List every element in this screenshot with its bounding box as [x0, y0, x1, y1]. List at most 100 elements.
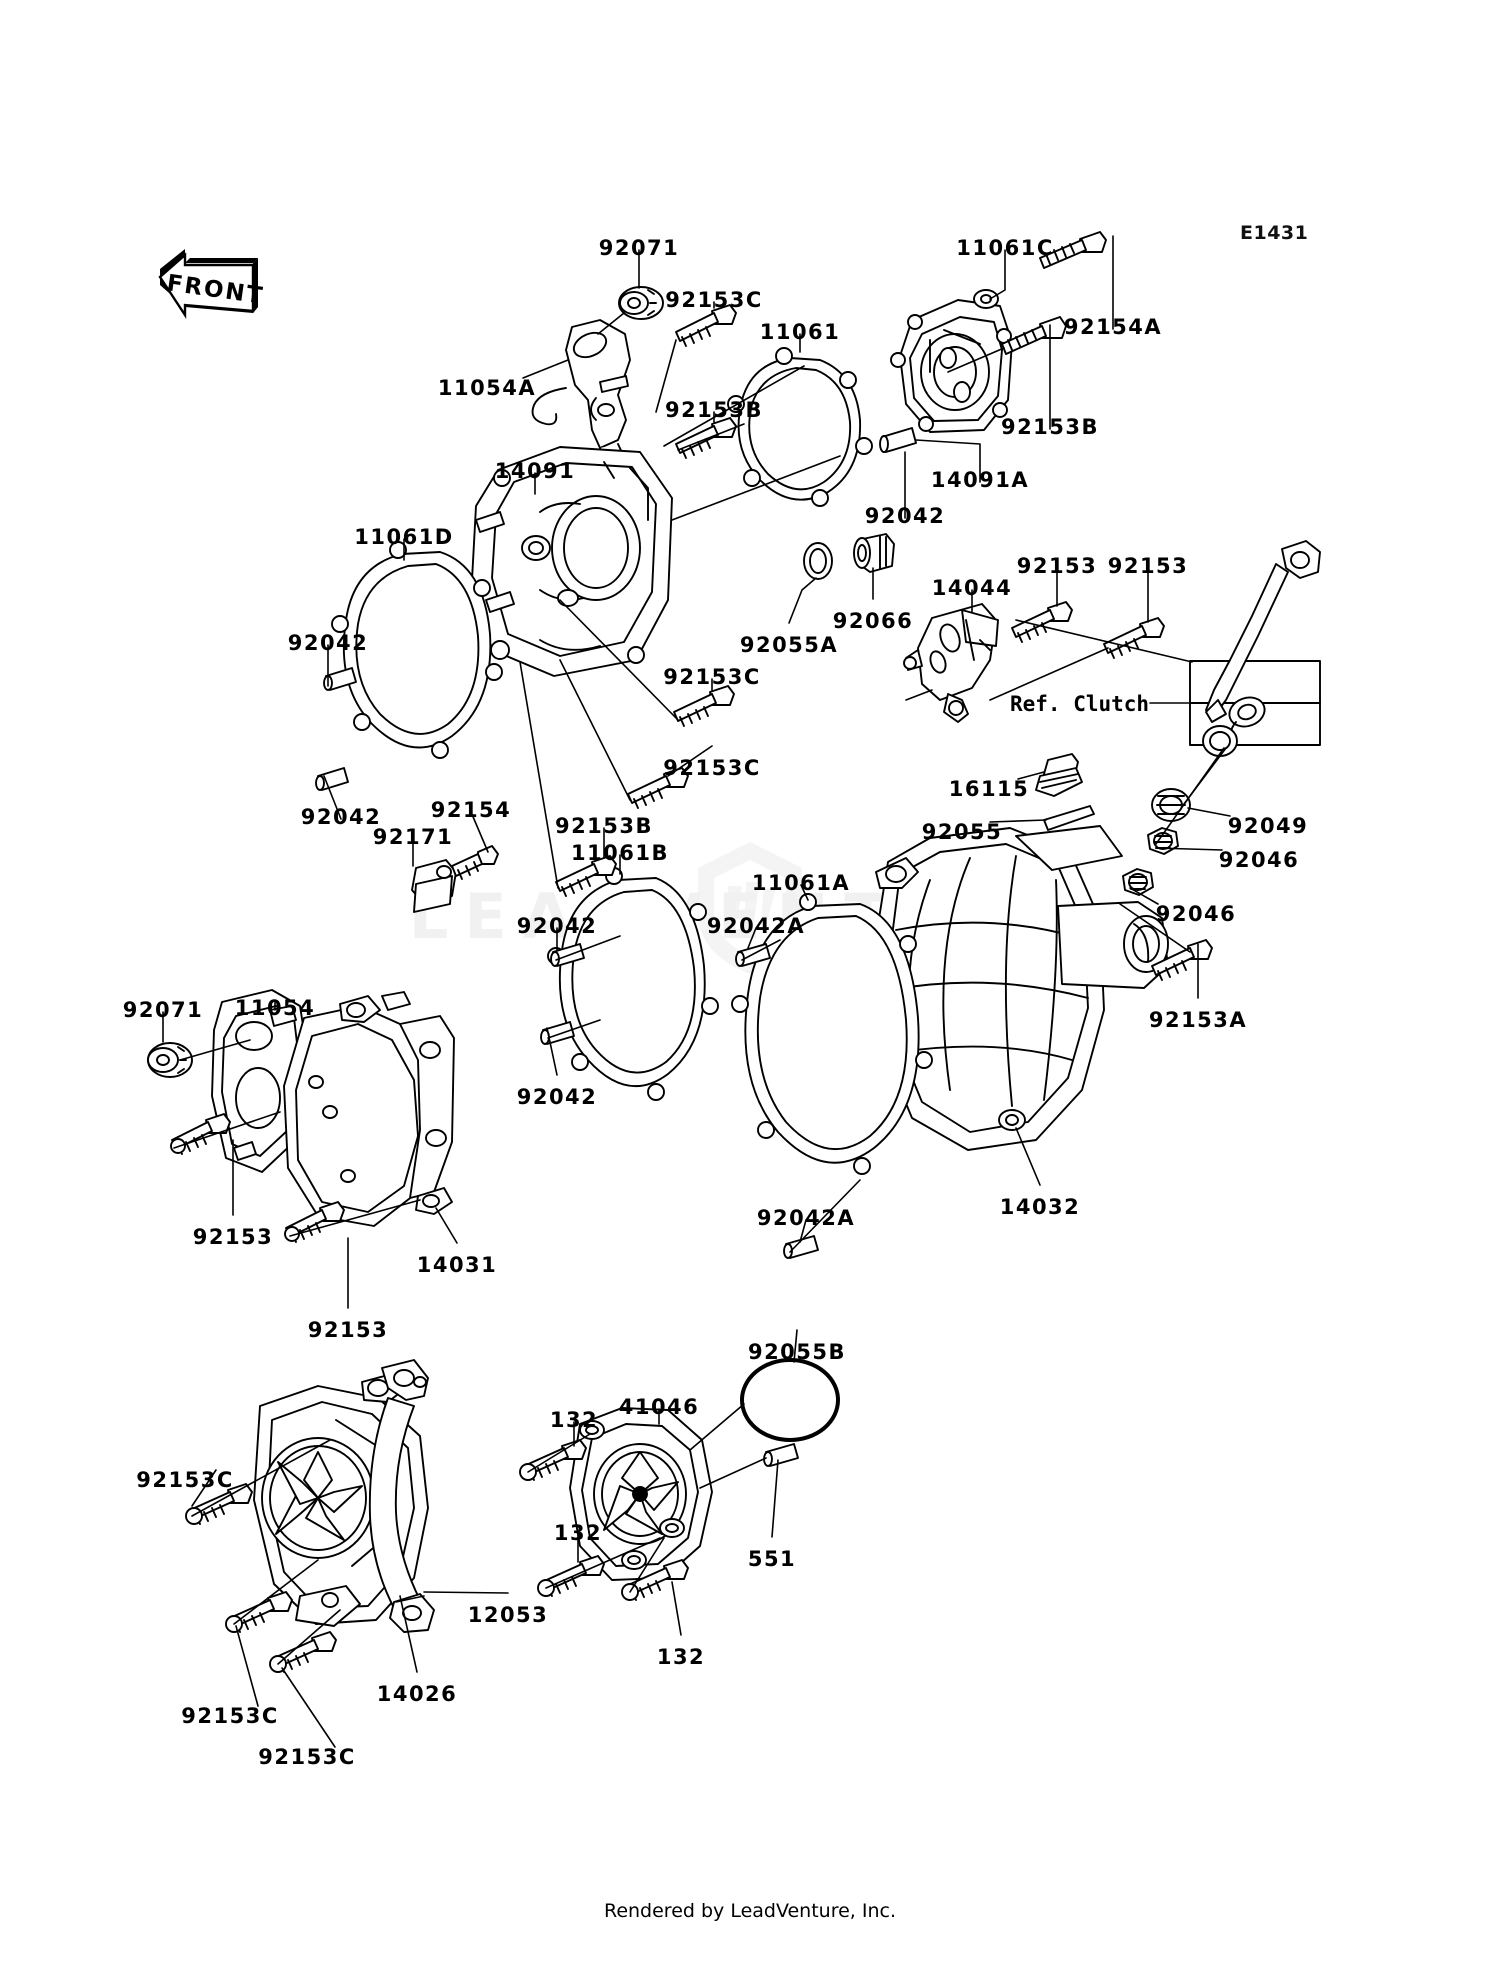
- callout-132[interactable]: 132: [553, 1521, 603, 1545]
- bolt-92153-mr2: [1103, 617, 1165, 659]
- part-92042A-dowel-b: [783, 1235, 819, 1259]
- callout-14044[interactable]: 14044: [931, 576, 1013, 600]
- part-92042-dowel-e: [540, 1021, 575, 1045]
- callout-92153c[interactable]: 92153C: [181, 1704, 279, 1728]
- callout-11061c[interactable]: 11061C: [956, 236, 1054, 260]
- part-14032-clutch-cover: [873, 825, 1169, 1151]
- part-92055A-oring: [803, 542, 833, 580]
- callout-92055[interactable]: 92055: [921, 820, 1003, 844]
- callout-92049[interactable]: 92049: [1227, 814, 1309, 838]
- callout-92154a[interactable]: 92154A: [1063, 315, 1163, 339]
- callout-92153b[interactable]: 92153B: [554, 814, 654, 838]
- callout-92071[interactable]: 92071: [122, 998, 204, 1022]
- callout-92042[interactable]: 92042: [864, 504, 946, 528]
- callout-14091[interactable]: 14091: [494, 459, 576, 483]
- part-92042-dowel-b: [315, 767, 349, 791]
- callout-11061[interactable]: 11061: [759, 320, 841, 344]
- part-14044-bracket: [903, 603, 999, 723]
- callout-12053[interactable]: 12053: [467, 1603, 549, 1627]
- part-41046-pump: [569, 1407, 713, 1581]
- bolt-132-b: [537, 1555, 605, 1597]
- callout-14031[interactable]: 14031: [416, 1253, 498, 1277]
- bolt-132-c: [621, 1559, 689, 1601]
- screw-92154: [451, 845, 499, 880]
- part-clutch-lever: [1205, 540, 1321, 723]
- part-12053-guide: [368, 1359, 435, 1633]
- callout-92066[interactable]: 92066: [832, 609, 914, 633]
- part-11061C-oring: [973, 289, 999, 309]
- part-11054A-bracket: [531, 319, 631, 471]
- callout-92153c[interactable]: 92153C: [665, 288, 763, 312]
- callout-92042[interactable]: 92042: [287, 631, 369, 655]
- part-92046-nut-a: [1147, 827, 1179, 855]
- callout-92042[interactable]: 92042: [300, 805, 382, 829]
- part-92055B-oring: [740, 1358, 840, 1442]
- part-92049-seal: [1151, 788, 1191, 822]
- part-11061-gasket: [727, 347, 873, 507]
- callout-92153[interactable]: 92153: [307, 1318, 389, 1342]
- callout-92154[interactable]: 92154: [430, 798, 512, 822]
- callout-11061b[interactable]: 11061B: [570, 841, 670, 865]
- part-14091A-cover: [890, 299, 1013, 433]
- callout-92042a[interactable]: 92042A: [706, 914, 806, 938]
- callout-92153[interactable]: 92153: [1016, 554, 1098, 578]
- part-92042-dowel-c: [879, 427, 917, 453]
- callout-92153c[interactable]: 92153C: [258, 1745, 356, 1769]
- part-clutch-spring: [1228, 696, 1266, 741]
- ref-clutch-box: [1189, 660, 1321, 746]
- callout-92042a[interactable]: 92042A: [756, 1206, 856, 1230]
- diagram-code: E1431: [1240, 222, 1309, 244]
- part-551-pin: [763, 1443, 799, 1467]
- part-92042-dowel-a: [323, 667, 357, 691]
- bolt-92153B-upper: [675, 417, 737, 459]
- callout-92042[interactable]: 92042: [516, 1085, 598, 1109]
- callout-11054a[interactable]: 11054A: [437, 376, 537, 400]
- leader-lines: [162, 235, 1231, 1748]
- callout-92153b[interactable]: 92153B: [1000, 415, 1100, 439]
- callout-92046[interactable]: 92046: [1218, 848, 1300, 872]
- front-direction-arrow-icon: FRONT: [158, 249, 265, 320]
- callout-92046[interactable]: 92046: [1155, 902, 1237, 926]
- bolt-92153-ll2: [284, 1201, 345, 1243]
- callout-16115[interactable]: 16115: [948, 777, 1030, 801]
- callout-551[interactable]: 551: [747, 1547, 797, 1571]
- bolt-92153-ll1: [170, 1113, 231, 1155]
- part-92055-pin: [1043, 805, 1095, 831]
- bolt-92153-mr1: [1011, 601, 1073, 643]
- callout-92042[interactable]: 92042: [516, 914, 598, 938]
- callout-92153b[interactable]: 92153B: [664, 398, 764, 422]
- callout-92153[interactable]: 92153: [192, 1225, 274, 1249]
- callout-11061d[interactable]: 11061D: [354, 525, 454, 549]
- part-16115-cap: [1035, 753, 1083, 797]
- callout-92153c[interactable]: 92153C: [663, 756, 761, 780]
- callout-41046[interactable]: 41046: [618, 1395, 700, 1419]
- callout-14091a[interactable]: 14091A: [930, 468, 1030, 492]
- ref-clutch-label: Ref. Clutch: [1010, 692, 1150, 716]
- bolt-92153C-b3: [269, 1631, 337, 1673]
- callout-11054[interactable]: 11054: [234, 996, 316, 1020]
- callout-92071[interactable]: 92071: [598, 236, 680, 260]
- callout-132[interactable]: 132: [656, 1645, 706, 1669]
- callout-14032[interactable]: 14032: [999, 1195, 1081, 1219]
- part-92066-plug: [853, 533, 895, 573]
- callout-92153a[interactable]: 92153A: [1148, 1008, 1248, 1032]
- part-14031-cover: [283, 991, 455, 1227]
- callout-92153[interactable]: 92153: [1107, 554, 1189, 578]
- bolt-92153C-mid1: [673, 685, 735, 727]
- bolt-132-a: [519, 1439, 587, 1481]
- callout-92153c[interactable]: 92153C: [136, 1468, 234, 1492]
- callout-11061a[interactable]: 11061A: [751, 871, 851, 895]
- part-92071-top: [618, 286, 664, 320]
- part-clutch-washer: [1202, 725, 1238, 757]
- callout-14026[interactable]: 14026: [376, 1682, 458, 1706]
- part-14026-cover: [253, 1373, 429, 1627]
- callout-92055b[interactable]: 92055B: [747, 1340, 847, 1364]
- callout-92055a[interactable]: 92055A: [739, 633, 839, 657]
- part-92071-lower: [147, 1042, 193, 1078]
- callout-132[interactable]: 132: [549, 1408, 599, 1432]
- callout-92171[interactable]: 92171: [372, 825, 454, 849]
- callout-92153c[interactable]: 92153C: [663, 665, 761, 689]
- bolt-92153C-b2: [225, 1591, 293, 1633]
- bolt-92153B-topright: [1001, 316, 1067, 355]
